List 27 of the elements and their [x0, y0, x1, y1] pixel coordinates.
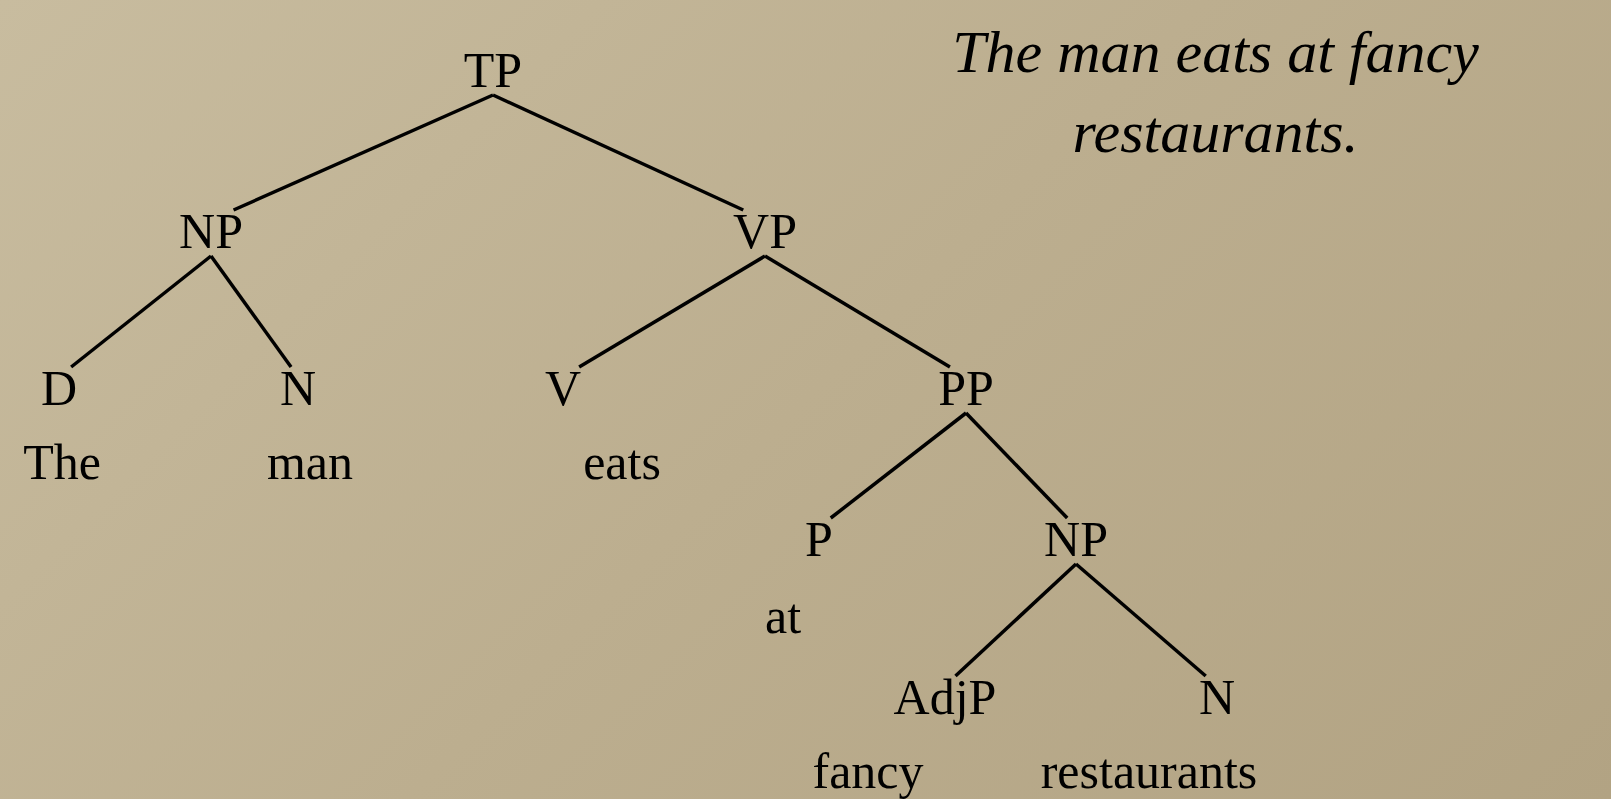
tree-branch — [209, 254, 293, 369]
category-label: PP — [934, 361, 998, 415]
tree-branch — [954, 562, 1078, 678]
category-label: P — [801, 512, 837, 566]
category-label: TP — [459, 43, 527, 97]
category-label: D — [36, 361, 82, 415]
category-label: VP — [729, 204, 801, 258]
tree-branch — [829, 411, 968, 520]
category-label: N — [275, 361, 321, 415]
word-label: eats — [583, 437, 661, 487]
tree-branch — [964, 411, 1069, 520]
tree-branch — [578, 254, 766, 369]
category-label: AdjP — [889, 670, 1001, 724]
category-label: NP — [1040, 512, 1112, 566]
tree-branch — [70, 254, 213, 369]
category-label: V — [540, 361, 586, 415]
word-label: The — [23, 437, 101, 487]
tree-branch — [764, 254, 951, 369]
sentence-title: The man eats at fancy restaurants. — [951, 18, 1480, 167]
category-label: N — [1194, 670, 1240, 724]
tree-branch — [492, 93, 744, 212]
word-label: at — [764, 591, 802, 641]
tree-branch — [1074, 562, 1207, 678]
word-label: man — [266, 437, 354, 487]
tree-branch — [232, 93, 494, 212]
category-label: NP — [175, 204, 247, 258]
word-label: restaurants — [1040, 746, 1258, 796]
